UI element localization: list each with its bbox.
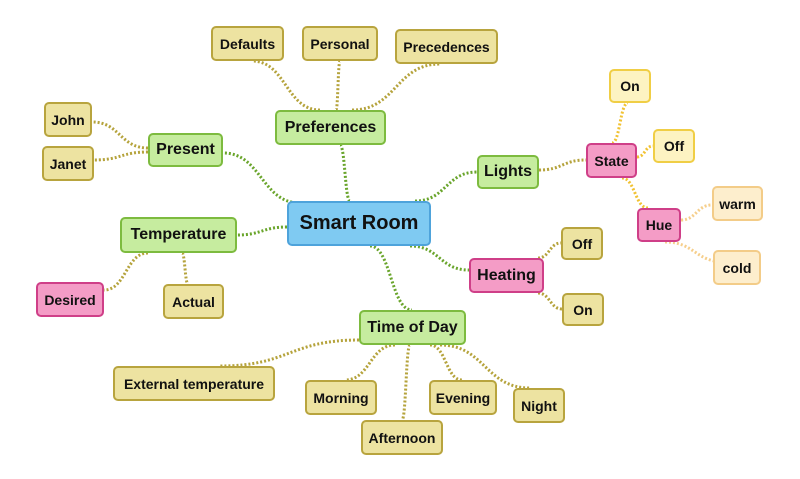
node-morning[interactable]: Morning [305,380,377,415]
node-temperature[interactable]: Temperature [120,217,237,253]
node-actual[interactable]: Actual [163,284,224,319]
node-preferences[interactable]: Preferences [275,110,386,145]
link-temperature-to-desired [103,251,149,292]
link-preferences-to-defaults [251,59,321,112]
link-tod-to-afternoon [400,343,412,422]
link-root-to-heating [409,244,470,272]
node-external-temperature[interactable]: External temperature [113,366,275,401]
link-tod-to-night [439,343,531,390]
node-john[interactable]: John [44,102,92,137]
node-lights-on[interactable]: On [609,69,651,103]
link-root-to-lights [414,170,478,203]
node-state[interactable]: State [586,143,637,178]
link-preferences-to-precedences [351,62,441,112]
node-night[interactable]: Night [513,388,565,423]
node-heating-on[interactable]: On [562,293,604,326]
node-defaults[interactable]: Defaults [211,26,284,61]
node-evening[interactable]: Evening [429,380,497,415]
node-janet[interactable]: Janet [42,146,94,181]
link-preferences-to-personal [334,59,342,112]
link-state-to-hue [621,176,649,210]
link-state-to-on [611,101,629,145]
node-time-of-day[interactable]: Time of Day [359,310,466,345]
link-present-to-janet [93,150,149,162]
link-present-to-john [91,120,149,150]
node-warm[interactable]: warm [712,186,763,221]
node-afternoon[interactable]: Afternoon [361,420,443,455]
link-heating-to-off [537,241,562,260]
node-lights[interactable]: Lights [477,155,539,189]
link-root-to-time-of-day [369,244,413,312]
node-present[interactable]: Present [148,133,223,167]
node-heating[interactable]: Heating [469,258,544,293]
link-tod-to-external [219,338,360,368]
link-tod-to-morning [344,343,396,382]
node-desired[interactable]: Desired [36,282,104,317]
root-node-smart-room[interactable]: Smart Room [287,201,431,246]
link-hue-to-warm [680,203,713,222]
node-precedences[interactable]: Precedences [395,29,498,64]
node-hue[interactable]: Hue [637,208,681,242]
link-root-to-temperature [236,225,288,237]
link-root-to-present [222,151,301,205]
node-cold[interactable]: cold [713,250,761,285]
link-root-to-preferences [338,143,352,203]
node-lights-off[interactable]: Off [653,129,695,163]
node-heating-off[interactable]: Off [561,227,603,260]
link-heating-to-on [537,291,563,311]
link-lights-to-state [538,158,587,172]
node-personal[interactable]: Personal [302,26,378,61]
link-tod-to-evening [429,343,463,382]
link-state-to-off [636,144,654,159]
link-temperature-to-actual [180,251,190,286]
